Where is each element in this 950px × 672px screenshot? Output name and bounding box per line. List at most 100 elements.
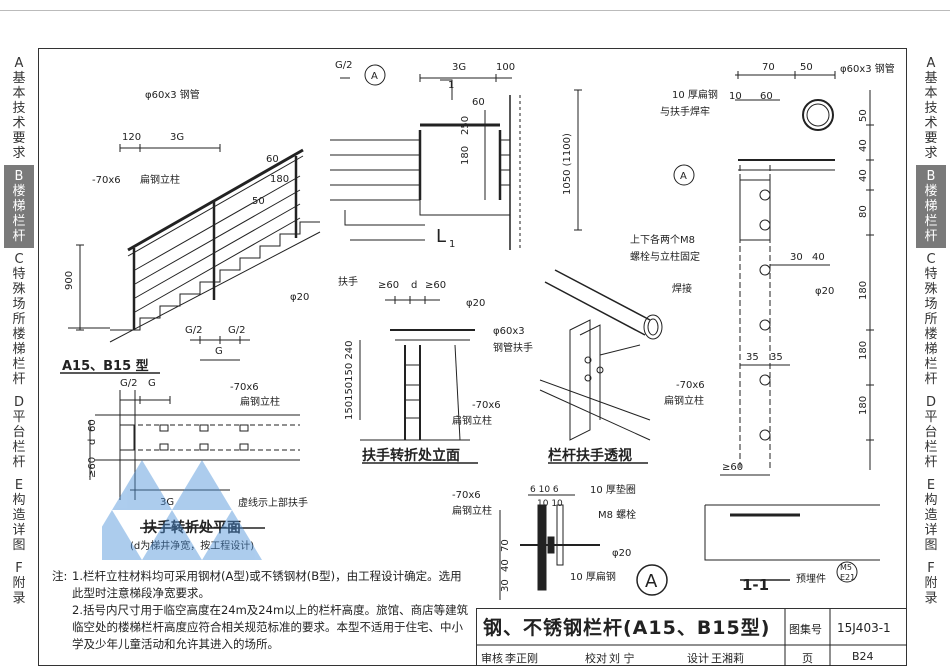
rd-v180b: 180 (858, 341, 869, 360)
note-2: 2.括号内尺寸用于临空高度在24m及24m以上的栏杆高度。旅馆、商店等建筑临空处… (72, 603, 469, 651)
tab-label: 楼梯栏杆 (12, 184, 26, 244)
plan-flat-label: 扁钢立柱 (240, 395, 280, 408)
elev-flat-post-label: 扁钢立柱 (140, 173, 180, 186)
elev-dim-3g: 3G (170, 132, 184, 143)
turn-handrail: 扶手 (338, 275, 358, 288)
rd-v40b: 40 (858, 169, 869, 182)
plan-flat: -70x6 (230, 382, 259, 393)
elev-dim-180: 180 (270, 174, 289, 185)
rd-bolt1: 上下各两个M8 (630, 233, 695, 246)
da-mark: A (645, 571, 658, 592)
check-label: 校对 (585, 652, 607, 665)
title-block: 钢、不锈钢栏杆(A15、B15型) 图集号 15J403-1 审核 李正刚 校对… (476, 608, 907, 666)
rd-ge60: ≥60 (722, 462, 743, 473)
elev-dim-50: 50 (252, 196, 265, 207)
rd-weld: 焊接 (672, 282, 692, 295)
designer: 王湘莉 (711, 652, 744, 665)
elev-dim-900: 900 (64, 271, 75, 290)
da-phi20: φ20 (612, 548, 631, 559)
turn-flat-label: 扁钢立柱 (452, 414, 492, 427)
tab-label: 特殊场所楼梯栏杆 (12, 267, 26, 387)
rd-35b: 35 (770, 352, 783, 363)
turn-d: d (411, 280, 417, 291)
detail-a (499, 494, 668, 600)
sec-100: 100 (496, 62, 515, 73)
persp-pipe-label: 钢管扶手 (493, 341, 533, 354)
turn-ge60b: ≥60 (425, 280, 446, 291)
turn-plan (89, 390, 300, 529)
tab-letter: C (14, 252, 24, 267)
elev-type-label: A15、B15 型 (62, 358, 149, 374)
rd-35a: 35 (746, 352, 759, 363)
da-flat: -70x6 (452, 490, 481, 501)
da-flat-label: 扁钢立柱 (452, 504, 492, 517)
tab-label: 基本技术要求 (12, 71, 26, 161)
elev-pipe-label: φ60x3 钢管 (145, 88, 200, 101)
right-detail (673, 71, 880, 583)
plan-g: G (148, 378, 156, 389)
da-bolt: M8 螺栓 (598, 508, 636, 521)
reviewer: 李正刚 (505, 652, 538, 665)
handrail-perspective (539, 269, 663, 464)
elev-phi20: φ20 (290, 292, 309, 303)
turn-phi20: φ20 (466, 298, 485, 309)
tab-label: 构造详图 (12, 493, 26, 553)
rd-embed-tag2: E21 (840, 573, 855, 582)
rd-v80: 80 (858, 205, 869, 218)
sec-l1-sub: 1 (449, 239, 455, 250)
persp-title: 栏杆扶手透视 (548, 447, 632, 464)
rd-embed-tag: M5 (840, 563, 852, 572)
da-30: 30 (500, 579, 511, 592)
rd-phi20: φ20 (815, 286, 834, 297)
rd-40: 40 (812, 252, 825, 263)
atlas-no-label: 图集号 (789, 623, 822, 636)
turn-flat: -70x6 (472, 400, 501, 411)
tab-letter: C (926, 252, 936, 267)
elev-flat-post: -70x6 (92, 175, 121, 186)
da-flat10: 10 厚扁钢 (570, 570, 616, 583)
rd-flat-label: 扁钢立柱 (664, 394, 704, 407)
drawing-frame (38, 48, 907, 666)
plan-dashed-note: 虚线示上部扶手 (238, 496, 308, 509)
notes-block: 注: 1.栏杆立柱材料均可采用钢材(A型)或不锈钢材(B型)，由工程设计确定。选… (52, 568, 472, 653)
da-dims-top2: 10 10 (537, 499, 563, 509)
notes-prefix: 注: (52, 569, 68, 583)
page-label: 页 (802, 652, 813, 665)
da-washer: 10 厚垫圈 (590, 483, 636, 496)
sec-dim-60: 60 (472, 97, 485, 108)
rd-weld-label: 与扶手焊牢 (660, 105, 710, 118)
tab-letter: B (926, 169, 936, 184)
tab-label: 平台栏杆 (924, 410, 938, 470)
rd-section-label: 1-1 (742, 576, 769, 594)
review-label: 审核 (481, 652, 503, 665)
plan-title: 扶手转折处平面 (143, 519, 241, 536)
rd-flat10: 10 厚扁钢 (672, 88, 718, 101)
sec-3g: 3G (452, 62, 466, 73)
rd-embed: 预埋件 (796, 573, 826, 585)
plan-subtitle: (d为梯井净宽，按工程设计) (130, 539, 254, 552)
sec-dim-250: 250 (460, 116, 471, 135)
sec-dim-1: 1 (448, 80, 454, 91)
rd-30: 30 (790, 252, 803, 263)
tab-label: 构造详图 (924, 493, 938, 553)
da-40: 40 (500, 559, 511, 572)
sec-g2: G/2 (335, 60, 352, 71)
da-70: 70 (500, 539, 511, 552)
tab-label: 附录 (12, 576, 26, 606)
rd-mark-a: A (680, 171, 687, 182)
rd-50: 50 (800, 62, 813, 73)
plan-g2: G/2 (120, 378, 137, 389)
